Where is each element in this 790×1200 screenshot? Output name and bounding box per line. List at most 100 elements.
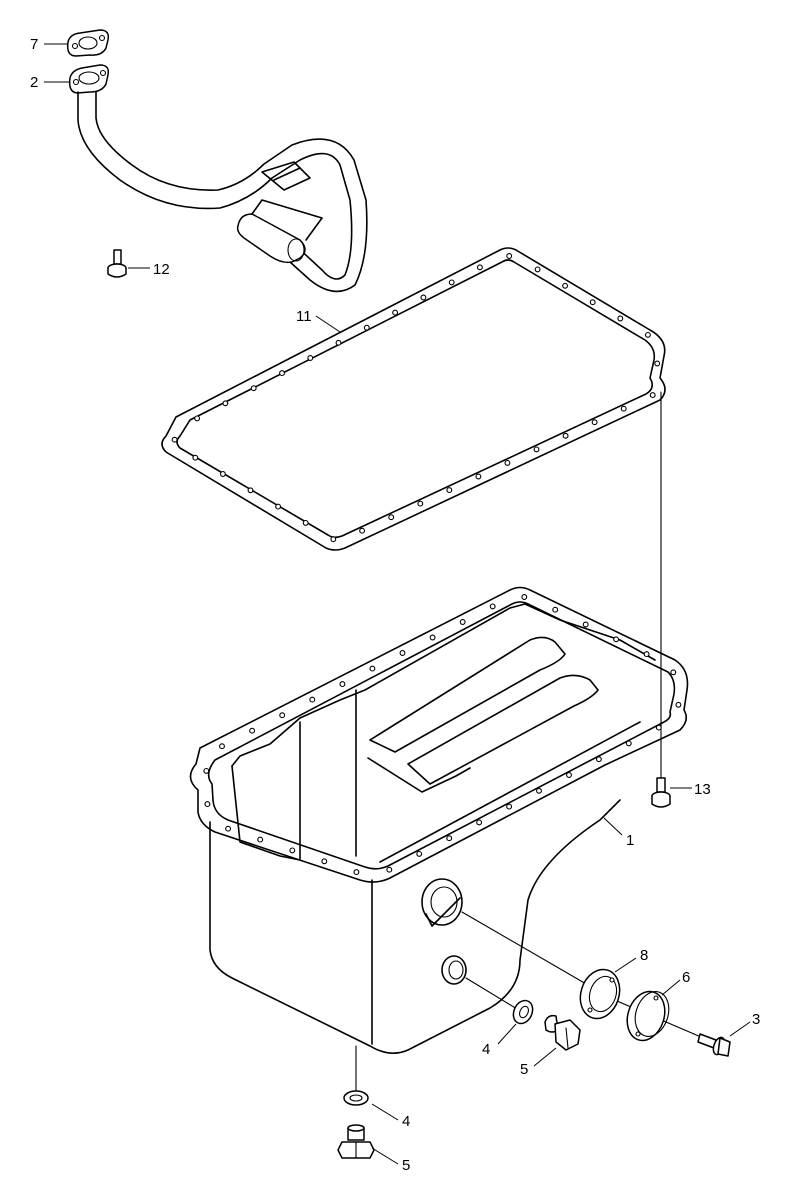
- part-5-drain-plug-bottom[interactable]: [337, 1124, 375, 1159]
- bolt-hole: [582, 621, 589, 628]
- bolt-hole: [399, 650, 406, 656]
- part-1-oil-pan[interactable]: [189, 586, 689, 1091]
- bolt-hole: [595, 756, 602, 763]
- bolt-hole: [625, 740, 632, 747]
- bolt-hole: [219, 471, 226, 477]
- bolt-hole: [250, 385, 257, 392]
- part-4-sealing-washer-side[interactable]: [510, 997, 536, 1026]
- bolt-hole: [675, 701, 682, 708]
- bolt-hole: [613, 636, 620, 643]
- bolt-hole: [192, 454, 199, 461]
- bolt-hole: [219, 743, 225, 750]
- bolt-hole: [363, 324, 370, 331]
- part-6-cover-plate[interactable]: [621, 987, 674, 1046]
- bolt-hole: [533, 446, 540, 453]
- bolt-hole: [649, 392, 656, 399]
- bolt-hole: [654, 360, 661, 367]
- part-13-bolt[interactable]: [651, 391, 671, 808]
- bolt-hole: [386, 866, 393, 873]
- bolt-hole: [279, 370, 285, 377]
- bolt-hole: [591, 419, 598, 426]
- bolt-hole: [655, 724, 662, 731]
- bolt-hole: [489, 603, 496, 610]
- bolt-hole: [353, 869, 360, 876]
- bolt-hole: [203, 767, 210, 774]
- part-11-oil-pan-gasket[interactable]: [161, 247, 666, 551]
- callout-11: 11: [296, 308, 312, 325]
- callout-4-bottom: 4: [402, 1113, 410, 1130]
- part-5-drain-plug-side[interactable]: [544, 1014, 581, 1051]
- bolt-hole: [247, 487, 254, 494]
- bolt-hole: [388, 514, 395, 521]
- bolt-hole: [225, 825, 232, 832]
- bolt-hole: [249, 727, 256, 734]
- part-12-bolt[interactable]: [107, 249, 127, 278]
- bolt-hole: [302, 519, 309, 526]
- bolt-hole: [222, 400, 229, 407]
- part-4-sealing-washer-bottom[interactable]: [343, 1090, 369, 1106]
- bolt-hole: [476, 819, 483, 826]
- bolt-hole: [309, 696, 316, 703]
- bolt-hole: [429, 634, 436, 641]
- bolt-hole: [369, 665, 376, 672]
- callout-4-side: 4: [482, 1041, 490, 1058]
- bolt-hole: [416, 850, 423, 857]
- callout-3: 3: [752, 1011, 760, 1028]
- bolt-hole: [506, 803, 513, 810]
- bolt-hole: [562, 432, 569, 439]
- bolt-hole: [536, 787, 542, 794]
- bolt-hole: [644, 331, 651, 338]
- callout-6: 6: [682, 969, 690, 986]
- axis-line-sensor: [461, 911, 601, 993]
- part-3-bolt[interactable]: [697, 1033, 731, 1057]
- bolt-hole: [289, 847, 296, 854]
- bolt-hole: [475, 473, 482, 480]
- bolt-hole: [257, 836, 264, 843]
- bolt-hole: [420, 294, 427, 301]
- bolt-hole: [476, 264, 483, 271]
- bolt-hole: [448, 279, 455, 286]
- bolt-hole: [446, 487, 453, 494]
- callout-5-side: 5: [520, 1061, 528, 1078]
- bolt-hole: [521, 594, 528, 600]
- callout-7: 7: [30, 36, 38, 53]
- leader-lines: [44, 43, 751, 1165]
- part-7-flange-gasket[interactable]: [66, 29, 110, 57]
- bolt-hole: [339, 681, 346, 688]
- bolt-hole: [643, 651, 650, 658]
- bolt-hole: [194, 415, 201, 422]
- callout-13: 13: [694, 781, 711, 798]
- bolt-hole: [335, 339, 342, 346]
- bolt-hole: [589, 299, 596, 306]
- bolt-hole: [392, 309, 399, 316]
- bolt-hole: [552, 606, 559, 613]
- bolt-hole: [275, 503, 282, 510]
- callout-numbers: 7 2 12 11 13 1 8 6 3 4 5 4 5: [30, 36, 760, 1174]
- bolt-hole: [670, 669, 677, 676]
- bolt-hole: [279, 712, 286, 719]
- callout-12: 12: [153, 261, 170, 278]
- bolt-hole: [566, 772, 572, 778]
- bolt-hole: [617, 315, 624, 322]
- axis-line-drain: [465, 977, 523, 1013]
- bolt-hole: [171, 436, 178, 443]
- bolt-hole: [504, 459, 511, 466]
- bolt-hole: [459, 619, 466, 625]
- bolt-hole: [562, 282, 569, 289]
- callout-8: 8: [640, 947, 648, 964]
- bolt-hole: [307, 355, 314, 361]
- part-8-seal-ring[interactable]: [574, 964, 626, 1023]
- bolt-hole: [620, 405, 627, 412]
- bolt-hole: [204, 801, 211, 808]
- callout-1: 1: [626, 832, 634, 849]
- bolt-hole: [330, 536, 337, 543]
- bolt-hole: [417, 500, 424, 507]
- bolt-hole: [506, 253, 513, 259]
- bolt-hole: [534, 266, 541, 273]
- bolt-hole: [446, 835, 453, 842]
- callout-5-bottom: 5: [402, 1157, 410, 1174]
- part-2-oil-suction-pipe[interactable]: [68, 64, 368, 293]
- callout-2: 2: [30, 74, 38, 91]
- bolt-hole: [359, 527, 366, 534]
